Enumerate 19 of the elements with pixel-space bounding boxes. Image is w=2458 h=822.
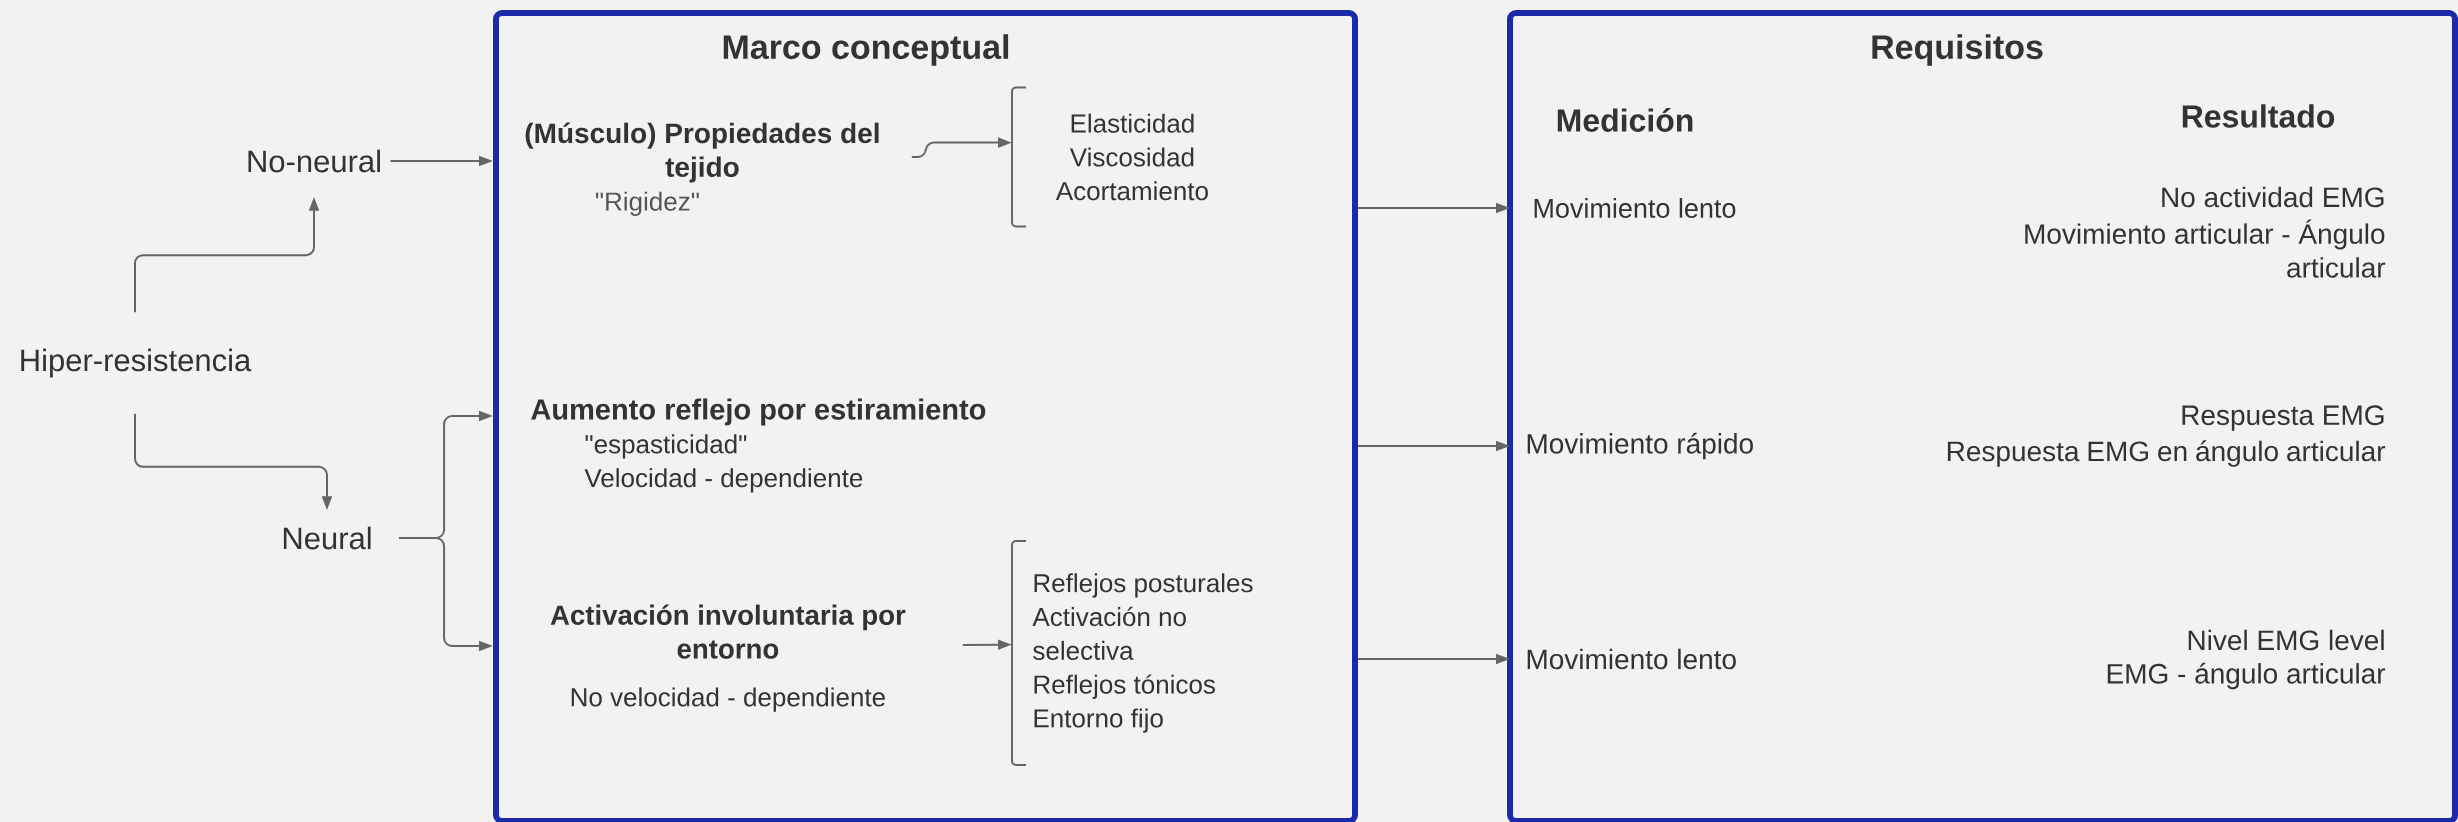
result-text: Respuesta EMG bbox=[2182, 405, 2384, 431]
measurement-text: Movimiento lento bbox=[1527, 648, 1736, 670]
concept-text: Activación involuntaria por entorno No velocidad - dependiente bbox=[550, 604, 906, 712]
bracket-list: Elasticidad Viscosidad Acortamiento bbox=[1011, 86, 1208, 228]
concept-text: (Músculo) Propiedades del tejido "Rigidez" bbox=[525, 122, 879, 216]
result-text: Movimiento articular - Ángulo articular bbox=[2025, 219, 2386, 278]
result-text: Respuesta EMG en ángulo articular bbox=[1947, 440, 2386, 467]
column-heading: Medición bbox=[1557, 108, 1693, 132]
term-text: Neural bbox=[283, 526, 371, 550]
measurement-text: Movimiento rápido bbox=[1527, 432, 1753, 460]
measurement-text: Movimiento lento bbox=[1534, 198, 1736, 218]
column-heading: Resultado bbox=[2182, 104, 2335, 128]
concept-text: Aumento reflejo por estiramiento "espasticidad" Velocidad - dependiente bbox=[531, 398, 986, 493]
term-text: No-neural bbox=[248, 149, 380, 173]
bracket-list: Reflejos posturales Activación no selectiva Reflejos tónicos Entorno fijo bbox=[1011, 540, 1253, 766]
term-text: Hiper-resistencia bbox=[21, 348, 252, 378]
result-text: EMG - ángulo articular bbox=[2107, 662, 2386, 690]
result-text: Nivel EMG level bbox=[2188, 629, 2384, 651]
result-text: No actividad EMG bbox=[2162, 186, 2384, 208]
